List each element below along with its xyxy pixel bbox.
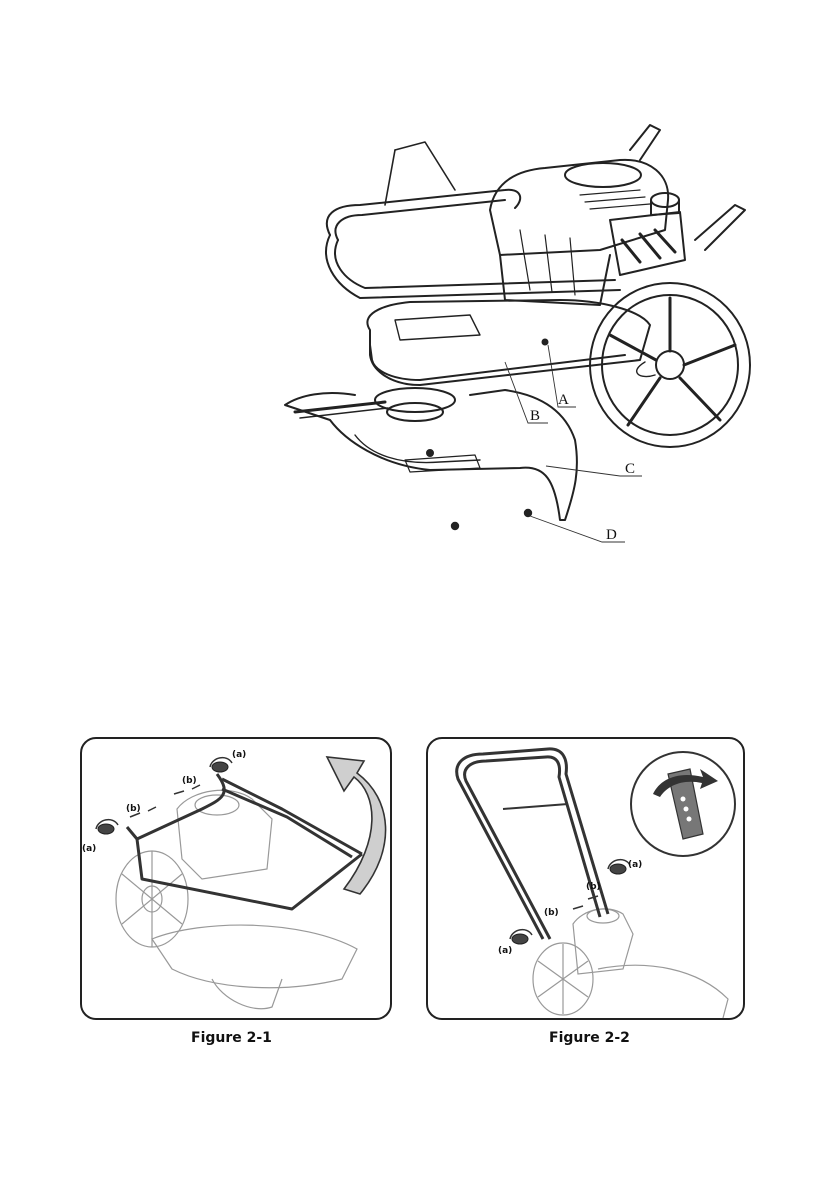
figure-2-2-caption: Figure 2-2 (549, 1030, 630, 1046)
figure-2-1-illustration: (a) (b) (b) (a) (82, 739, 390, 1018)
trimmer-assembly-illustration: A B C D (0, 0, 823, 600)
marker-a-left: (a) (498, 946, 512, 956)
deck (152, 925, 357, 988)
knob-left-icon (98, 824, 114, 834)
callout-d-label: D (606, 527, 617, 543)
figure-2-2-panel: (a) (b) (b) (a) (426, 737, 745, 1020)
knob-top-icon (212, 762, 228, 772)
engine (573, 909, 633, 974)
knob-left-icon (512, 934, 528, 944)
figure-2-2-illustration: (a) (b) (b) (a) (428, 739, 743, 1018)
marker-a-right: (a) (628, 860, 642, 870)
figure-2-1-caption: Figure 2-1 (191, 1030, 272, 1046)
marker-b-right: (b) (586, 882, 601, 892)
marker-a-left: (a) (82, 844, 96, 854)
marker-a-top: (a) (232, 750, 246, 760)
engine (490, 125, 745, 305)
zoom-detail (631, 752, 735, 856)
bolt-arrow-icon (174, 785, 200, 794)
marker-b-left: (b) (544, 908, 559, 918)
callout-b-label: B (530, 408, 540, 424)
wheel (590, 283, 750, 447)
upright-handle (457, 749, 608, 939)
callout-c-label: C (625, 461, 635, 477)
marker-b-left: (b) (126, 804, 141, 814)
callout-a-label: A (558, 392, 569, 408)
knob-right-icon (610, 864, 626, 874)
figure-2-1-panel: (a) (b) (b) (a) (80, 737, 392, 1020)
marker-b-top: (b) (182, 776, 197, 786)
